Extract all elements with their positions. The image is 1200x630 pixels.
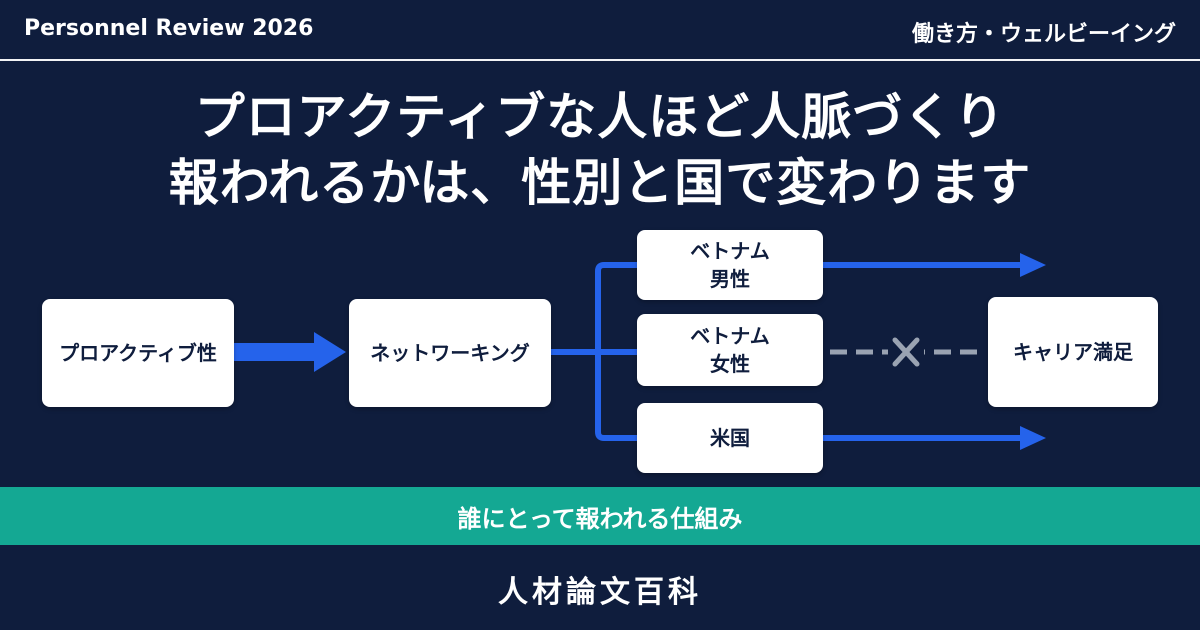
brand-name: 人材論文百科 <box>498 575 702 610</box>
node-proactivity-label: プロアクティブ性 <box>59 341 217 365</box>
arrow-proactivity-to-networking-head <box>314 332 346 372</box>
takeaway-band: 誰にとって報われる仕組み <box>0 487 1200 545</box>
arrow-proactivity-to-networking-shaft <box>234 343 316 361</box>
node-career-satisfaction: キャリア満足 <box>988 297 1158 407</box>
node-career-satisfaction-label: キャリア満足 <box>1013 340 1133 364</box>
node-proactivity: プロアクティブ性 <box>42 299 234 407</box>
x-mark-icon <box>892 337 920 367</box>
node-us-label: 米国 <box>710 426 750 450</box>
headline: プロアクティブな人ほど人脈づくり 報われるかは、性別と国で変わります <box>0 84 1200 216</box>
headline-line-1: プロアクティブな人ほど人脈づくり <box>194 88 1006 146</box>
takeaway-label: 誰にとって報われる仕組み <box>457 504 743 533</box>
node-networking: ネットワーキング <box>349 299 551 407</box>
series-title: Personnel Review 2026 <box>24 16 314 41</box>
node-us: 米国 <box>637 403 823 473</box>
footer: 人材論文百科 <box>0 548 1200 630</box>
node-networking-label: ネットワーキング <box>370 341 530 365</box>
headline-line-2: 報われるかは、性別と国で変わります <box>168 154 1032 212</box>
node-vietnam-female: ベトナム 女性 <box>637 314 823 386</box>
arrow-vietnam-male-head <box>1020 253 1046 277</box>
node-vietnam-female-label: ベトナム 女性 <box>690 324 770 376</box>
node-vietnam-male: ベトナム 男性 <box>637 230 823 300</box>
node-vietnam-male-label: ベトナム 男性 <box>690 239 770 291</box>
arrow-us-head <box>1020 426 1046 450</box>
category-label: 働き方・ウェルビーイング <box>911 22 1176 47</box>
header-divider <box>0 59 1200 61</box>
